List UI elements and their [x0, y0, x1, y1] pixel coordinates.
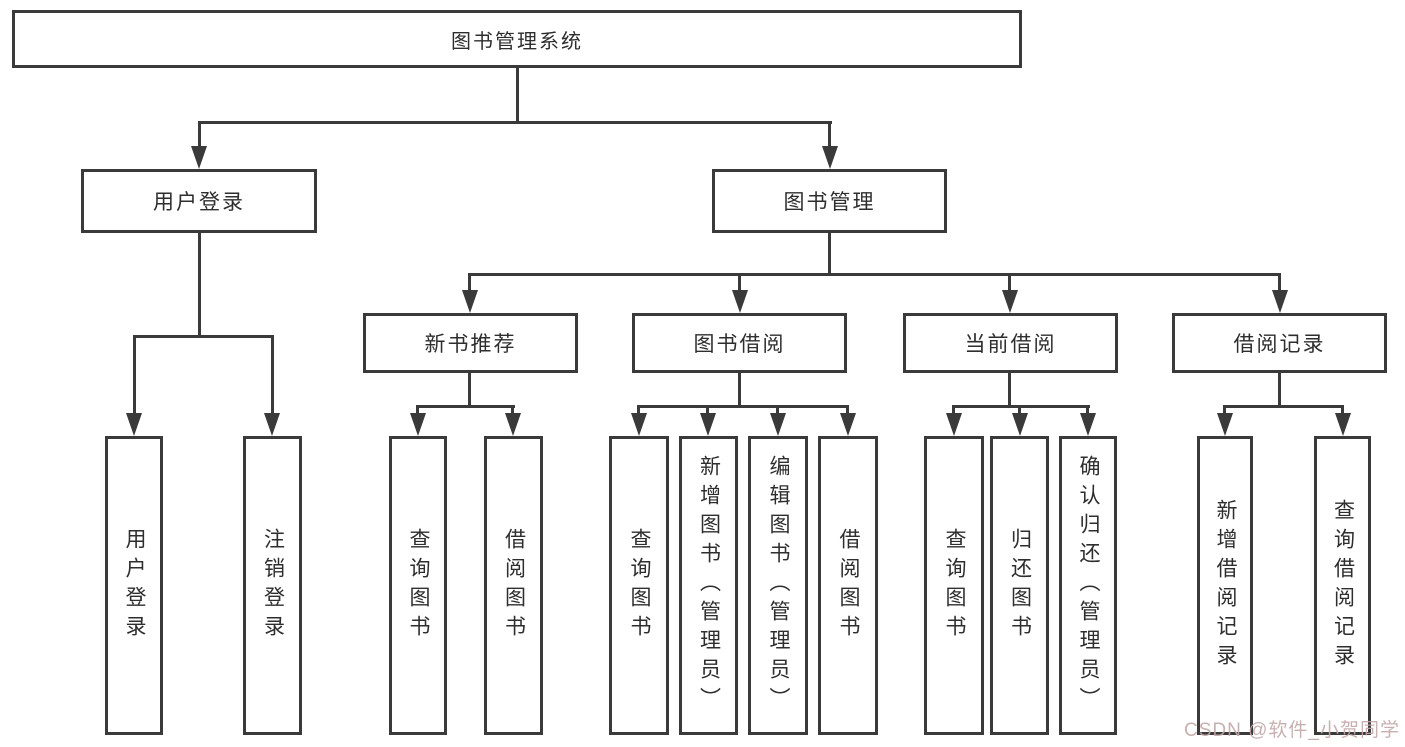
- node-label: 图书管理: [783, 191, 876, 214]
- node-label: 查询图书: [407, 527, 430, 644]
- connector-to-book-management: [828, 121, 831, 149]
- connector-to-leaf: [846, 405, 849, 415]
- node-label: 新增借阅记录: [1214, 498, 1237, 673]
- connector-to-leaf: [637, 405, 640, 415]
- node-book-borrow: 图书借阅: [632, 313, 847, 373]
- arrow-down-icon: [264, 413, 280, 436]
- arrow-down-icon: [505, 413, 521, 436]
- arrow-down-icon: [732, 290, 748, 313]
- leaf-query-borrow-record: 查询借阅记录: [1314, 436, 1371, 735]
- arrow-down-icon: [191, 146, 207, 169]
- leaf-return-books: 归还图书: [990, 436, 1049, 735]
- connector-to-user-login: [198, 121, 201, 149]
- leaf-logout: 注销登录: [243, 436, 302, 735]
- connector-group-drop: [1278, 373, 1281, 408]
- leaf-user-login: 用户登录: [105, 436, 163, 735]
- node-label: 图书管理系统: [451, 30, 583, 53]
- connector-to-borrow-records: [1278, 273, 1281, 292]
- connector-group-hbar: [1223, 405, 1344, 408]
- node-label: 新书推荐: [424, 333, 517, 356]
- connector-root-hbar: [198, 121, 832, 124]
- connector-to-leaf: [706, 405, 709, 415]
- csdn-watermark: CSDN @软件_小贺同学: [1184, 720, 1400, 741]
- node-label: 图书借阅: [693, 333, 786, 356]
- node-label: 注销登录: [261, 527, 285, 644]
- connector-to-leaf: [1018, 405, 1021, 415]
- connector-to-leaf: [271, 335, 274, 415]
- connector-user-login-drop: [198, 233, 201, 338]
- node-borrow-records: 借阅记录: [1172, 313, 1387, 373]
- node-current-borrow: 当前借阅: [903, 313, 1118, 373]
- leaf-add-borrow-record: 新增借阅记录: [1197, 436, 1253, 735]
- node-book-management: 图书管理: [712, 169, 947, 233]
- node-label: 借阅图书: [837, 527, 860, 644]
- connector-group-drop: [468, 373, 471, 408]
- connector-group-drop: [1008, 373, 1011, 408]
- arrow-down-icon: [822, 146, 838, 169]
- arrow-down-icon: [1217, 413, 1233, 436]
- node-label: 确认归还（管理员）: [1077, 455, 1100, 716]
- connector-to-book-borrow: [738, 273, 741, 292]
- node-library-management-system: 图书管理系统: [12, 10, 1022, 68]
- connector-to-leaf: [1086, 405, 1089, 415]
- node-label: 借阅记录: [1233, 333, 1326, 356]
- node-label: 归还图书: [1008, 527, 1032, 644]
- node-label: 编辑图书（管理员）: [767, 455, 790, 716]
- arrow-down-icon: [946, 413, 962, 436]
- arrow-down-icon: [770, 413, 786, 436]
- node-user-login: 用户登录: [81, 169, 317, 233]
- connector-group-hbar: [952, 405, 1090, 408]
- arrow-down-icon: [631, 413, 647, 436]
- connector-root-drop: [516, 68, 519, 123]
- arrow-down-icon: [840, 413, 856, 436]
- connector-to-leaf: [776, 405, 779, 415]
- node-label: 当前借阅: [964, 333, 1057, 356]
- connector-group-hbar: [637, 405, 849, 408]
- connector-to-current-borrow: [1008, 273, 1011, 292]
- node-new-book-recommend: 新书推荐: [363, 313, 578, 373]
- leaf-query-books-recommend: 查询图书: [389, 436, 447, 735]
- leaf-query-books-borrow: 查询图书: [609, 436, 669, 735]
- connector-to-leaf: [952, 405, 955, 415]
- arrow-down-icon: [462, 290, 478, 313]
- arrow-down-icon: [1002, 290, 1018, 313]
- leaf-add-books-admin: 新增图书（管理员）: [679, 436, 738, 735]
- connector-to-leaf: [1223, 405, 1226, 415]
- connector-level3-hbar: [468, 273, 1281, 276]
- node-label: 查询图书: [943, 527, 966, 644]
- node-label: 查询图书: [628, 527, 651, 644]
- connector-user-login-hbar: [133, 335, 274, 338]
- connector-book-mgmt-drop: [828, 233, 831, 276]
- leaf-edit-books-admin: 编辑图书（管理员）: [748, 436, 808, 735]
- node-label: 借阅图书: [502, 527, 526, 644]
- leaf-borrow-books: 借阅图书: [818, 436, 878, 735]
- arrow-down-icon: [1272, 290, 1288, 313]
- connector-group-drop: [738, 373, 741, 408]
- arrow-down-icon: [410, 413, 426, 436]
- arrow-down-icon: [1335, 413, 1351, 436]
- connector-to-leaf: [511, 405, 514, 415]
- leaf-query-books-current: 查询图书: [924, 436, 984, 735]
- connector-to-new-books: [468, 273, 471, 292]
- leaf-confirm-return-admin: 确认归还（管理员）: [1059, 436, 1117, 735]
- arrow-down-icon: [126, 413, 142, 436]
- arrow-down-icon: [700, 413, 716, 436]
- arrow-down-icon: [1080, 413, 1096, 436]
- node-label: 查询借阅记录: [1331, 498, 1355, 673]
- node-label: 用户登录: [153, 191, 245, 214]
- node-label: 用户登录: [123, 527, 146, 644]
- arrow-down-icon: [1012, 413, 1028, 436]
- connector-to-leaf: [133, 335, 136, 415]
- connector-to-leaf: [416, 405, 419, 415]
- node-label: 新增图书（管理员）: [697, 455, 721, 716]
- connector-to-leaf: [1341, 405, 1344, 415]
- leaf-borrow-books-recommend: 借阅图书: [484, 436, 543, 735]
- connector-group-hbar: [416, 405, 515, 408]
